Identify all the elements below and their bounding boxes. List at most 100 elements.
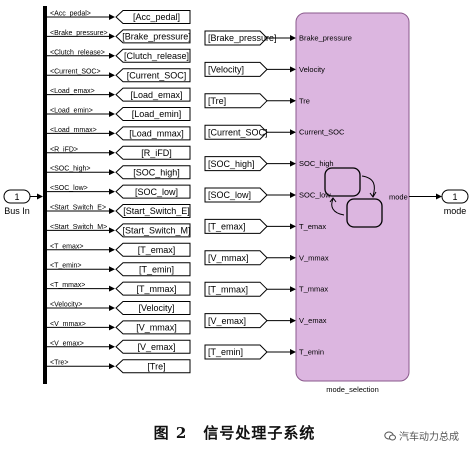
bus-signal-label: <Velocity> (50, 302, 82, 309)
bus-signal-label: <SOC_low> (50, 185, 88, 192)
goto-tag-block[interactable]: [V_emax] (115, 339, 191, 354)
from-tag-label: [T_mmax] (208, 284, 248, 294)
watermark-text: 汽车动力总成 (399, 432, 459, 443)
chart-input-port-label: SOC_high (299, 159, 334, 168)
goto-tag-block[interactable]: [Load_emin] (115, 107, 191, 121)
goto-tag-label: [V_mmax] (136, 323, 177, 333)
goto-tag-block[interactable]: [Load_mmax] (115, 126, 191, 141)
chart-input-port-label: SOC_low (299, 191, 331, 200)
goto-tag-block[interactable]: [R_iFD] (115, 145, 191, 160)
bus-signal-row: <V_mmax> [V_mmax] (47, 320, 191, 335)
bus-signal-label: <V_emax> (50, 340, 84, 347)
bus-selector[interactable] (43, 6, 47, 384)
from-tag-block[interactable]: [Brake_pressure] (204, 30, 277, 46)
bus-signal-label: <Start_Switch_M> (50, 224, 107, 231)
from-tag-label: [SOC_high] (208, 159, 255, 169)
from-tag-block[interactable]: [T_mmax] (204, 281, 268, 297)
bus-signal-row: <Current_SOC>[Current_SOC] (47, 68, 191, 83)
chart-input-port-label: T_emin (299, 348, 324, 357)
from-tag-block[interactable]: [V_mmax] (204, 250, 268, 266)
from-tag-label: [T_emax] (208, 222, 246, 232)
goto-tag-block[interactable]: [T_emax] (115, 242, 191, 257)
bus-signal-label: <Tre> (50, 360, 68, 367)
bus-in-label: Bus In (4, 206, 30, 216)
bus-signal-label: <Load_emin> (50, 108, 93, 115)
goto-tag-label: [SOC_high] (133, 167, 180, 177)
from-tag-label: [Tre] (208, 96, 226, 106)
svg-text:1: 1 (452, 192, 457, 202)
from-tag-block[interactable]: [Velocity] (204, 61, 268, 77)
bus-signal-label: <T_emin> (50, 263, 82, 270)
goto-tag-label: [Brake_pressure] (122, 32, 191, 42)
from-tag-label: [Brake_pressure] (208, 33, 277, 43)
chart-input-port-label: V_mmax (299, 253, 329, 262)
from-tag-label: [V_mmax] (208, 253, 249, 263)
from-tag-block[interactable]: [T_emax] (204, 218, 268, 234)
stateflow-icon (324, 167, 383, 228)
chart-input-port-label: Current_SOC (299, 128, 345, 137)
bus-signal-row: <Brake_pressure> [Brake_pressure] (47, 29, 191, 44)
goto-tag-block[interactable]: [Acc_pedal] (115, 10, 191, 24)
bus-signal-label: <Acc_pedal> (50, 11, 91, 18)
from-tag-label: [SOC_low] (208, 190, 251, 200)
bus-in-port[interactable]: 1 (3, 189, 31, 204)
goto-tag-block[interactable]: [Brake_pressure] (115, 29, 191, 44)
goto-tag-label: [Load_emax] (130, 90, 182, 100)
bus-signal-row: <Start_Switch_M> [Start_Switch_M] (47, 223, 191, 238)
goto-tag-block[interactable]: [Current_SOC] (115, 68, 191, 83)
bus-signal-row: <Load_emin> [Load_emin] (47, 107, 191, 121)
bus-signal-row: <T_emax>[T_emax] (47, 242, 191, 257)
bus-signal-label: <Brake_pressure> (50, 30, 108, 37)
subsystem-diagram: 1 Bus In <Acc_pedal> [Acc_pedal] <Brake_pr… (3, 6, 469, 394)
bus-signal-row: <Load_mmax> [Load_mmax] (47, 126, 191, 141)
goto-tag-block[interactable]: [Start_Switch_E] (115, 204, 191, 218)
chart-input-ports: Brake_pressureVelocityTreCurrent_SOCSOC_… (299, 34, 352, 357)
chart-input-port-label: Velocity (299, 65, 325, 74)
from-tag-block[interactable]: [Current_SOC] (204, 124, 268, 140)
goto-tag-label: [Tre] (147, 361, 165, 371)
mode-selection-chart[interactable] (295, 12, 410, 382)
bus-signal-row: <Acc_pedal> [Acc_pedal] (47, 10, 191, 24)
goto-tag-block[interactable]: [Velocity] (115, 301, 191, 315)
mode-out-port[interactable]: 1 (441, 189, 469, 204)
figure-caption: 图 2 信号处理子系统 (153, 424, 316, 442)
bus-signal-row: <T_mmax> [T_mmax] (47, 281, 191, 296)
bus-signal-row: <V_emax> [V_emax] (47, 339, 191, 354)
from-tag-block[interactable]: [Tre] (204, 93, 268, 109)
bus-signal-row: <Velocity> [Velocity] (47, 301, 191, 315)
chart-input-port-label: Brake_pressure (299, 34, 352, 43)
mode-out-label: mode (444, 206, 467, 216)
from-tag-block[interactable]: [SOC_low] (204, 187, 268, 203)
goto-tag-block[interactable]: [T_emin] (115, 262, 191, 277)
bus-signal-row: <Start_Switch_E>[Start_Switch_E] (47, 204, 191, 218)
goto-tag-block[interactable]: [SOC_high] (115, 165, 191, 180)
goto-tag-block[interactable]: [Start_Switch_M] (115, 223, 191, 238)
bus-signal-row: <SOC_high> [SOC_high] (47, 165, 191, 180)
watermark: 汽车动力总成 (384, 428, 459, 443)
from-tag-label: [Velocity] (208, 65, 244, 75)
bus-signal-label: <T_mmax> (50, 282, 85, 289)
goto-tag-block[interactable]: [Tre] (115, 359, 191, 374)
bus-signal-label: <SOC_high> (50, 166, 90, 173)
goto-tag-block[interactable]: [Clutch_release] (115, 48, 191, 63)
from-tag-block[interactable]: [T_emin] (204, 344, 268, 360)
goto-tag-label: [SOC_low] (135, 187, 178, 197)
goto-tag-block[interactable]: [T_mmax] (115, 281, 191, 296)
goto-tag-label: [T_emin] (139, 264, 174, 274)
bus-signal-row: <T_emin> [T_emin] (47, 262, 191, 277)
goto-tag-label: [Start_Switch_E] (123, 206, 190, 216)
goto-tag-block[interactable]: [Load_emax] (115, 87, 191, 102)
bus-signal-label: <V_mmax> (50, 321, 86, 328)
goto-tag-label: [Start_Switch_M] (122, 226, 190, 236)
goto-tag-block[interactable]: [V_mmax] (115, 320, 191, 335)
from-tag-block[interactable]: [SOC_high] (204, 156, 268, 172)
bus-signal-label: <Load_mmax> (50, 127, 97, 134)
goto-tag-label: [Clutch_release] (124, 51, 189, 61)
chart-block-name: mode_selection (326, 385, 379, 394)
goto-tag-block[interactable]: [SOC_low] (115, 184, 191, 199)
goto-tag-label: [Load_emin] (132, 109, 182, 119)
bus-signal-label: <Load_emax> (50, 88, 95, 95)
bus-signal-label: <R_iFD> (50, 146, 78, 153)
wechat-logo-icon (384, 431, 396, 440)
from-tag-block[interactable]: [V_emax] (204, 313, 268, 329)
